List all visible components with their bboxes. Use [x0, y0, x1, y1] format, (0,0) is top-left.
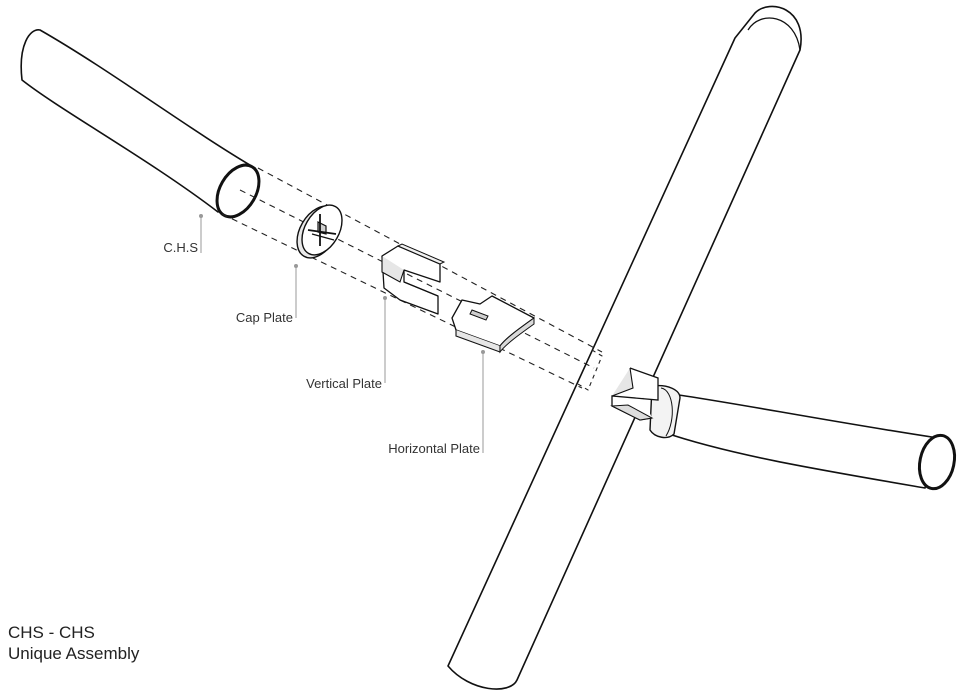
main-tube — [447, 5, 802, 690]
leader-lines — [200, 216, 484, 453]
label-cap-plate: Cap Plate — [236, 310, 293, 325]
cross-fin-stub — [610, 367, 659, 421]
title-line-2: Unique Assembly — [8, 644, 140, 663]
horizontal-plate — [451, 295, 535, 354]
vertical-plate — [381, 243, 446, 315]
label-vertical-plate: Vertical Plate — [306, 376, 382, 391]
title-line-1: CHS - CHS — [8, 623, 95, 642]
cap-plate — [296, 204, 343, 259]
label-chs: C.H.S — [163, 240, 198, 255]
chs-tube — [20, 29, 261, 219]
leader-dots — [199, 214, 485, 354]
diagram-title: CHS - CHS Unique Assembly — [8, 622, 139, 664]
assembly-guides — [221, 167, 603, 389]
branch-tube-end — [917, 433, 957, 491]
label-horizontal-plate: Horizontal Plate — [388, 441, 480, 456]
branch-tube — [649, 384, 957, 491]
